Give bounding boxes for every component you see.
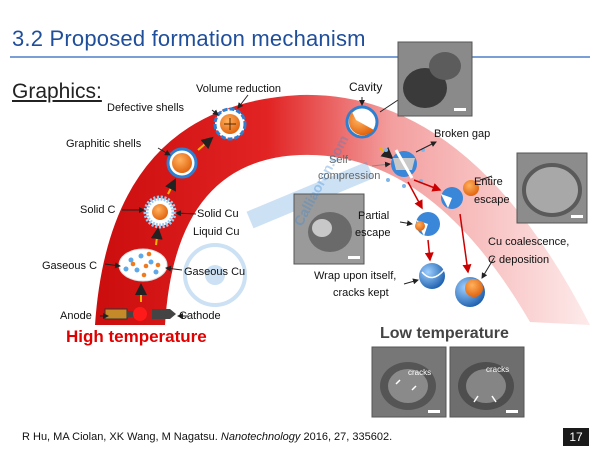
label-cu-coalescence-line1: Cu coalescence, <box>488 236 570 248</box>
high-temperature-label: High temperature <box>66 327 207 346</box>
slide-title: 3.2 Proposed formation mechanism <box>12 26 366 51</box>
cathode-electrode <box>152 309 176 319</box>
label-partial-escape-line2: escape <box>355 227 391 239</box>
wrap-particle <box>419 263 445 289</box>
label-gaseous-cu: Gaseous Cu <box>184 266 246 278</box>
entire-escape-particle <box>441 180 479 209</box>
label-solid-c: Solid C <box>80 204 116 216</box>
label-defective-shells: Defective shells <box>107 102 185 114</box>
partial-escape-particle <box>415 212 440 236</box>
temperature-arc <box>95 94 590 325</box>
label-entire-escape-line1: Entire <box>474 176 503 188</box>
citation-authors: R Hu, MA Ciolan, XK Wang, M Nagatsu. <box>22 431 221 443</box>
label-cu-coalescence-line2: C deposition <box>488 254 550 266</box>
label-gaseous-c: Gaseous C <box>42 260 98 272</box>
low-temperature-label: Low temperature <box>380 325 509 342</box>
label-volume-reduction: Volume reduction <box>196 83 281 95</box>
micrograph-cavity <box>397 41 473 117</box>
label-solid-cu: Solid Cu <box>197 208 239 220</box>
title-underline <box>10 56 590 58</box>
label-wrap-line2: cracks kept <box>333 287 389 299</box>
citation-details: 2016, 27, 335602. <box>300 431 393 443</box>
page-number: 17 <box>563 428 589 446</box>
micrograph-cracks-right <box>449 346 525 418</box>
micrograph-cracks-label-right: cracks <box>486 365 510 374</box>
label-anode: Anode <box>60 310 92 322</box>
label-liquid-cu: Liquid Cu <box>193 226 240 238</box>
micrograph-cracks-label-left: cracks <box>408 368 432 377</box>
label-self-compression-line1: Self- <box>329 154 352 166</box>
label-cavity: Cavity <box>349 80 383 94</box>
label-wrap-line1: Wrap upon itself, <box>314 270 397 282</box>
micrograph-cracks-left <box>371 346 447 418</box>
citation: R Hu, MA Ciolan, XK Wang, M Nagatsu. Nan… <box>22 431 392 443</box>
label-self-compression-line2: compression <box>318 170 381 182</box>
citation-journal: Nanotechnology <box>220 431 301 443</box>
label-cathode: Cathode <box>179 310 221 322</box>
label-broken-gap: Broken gap <box>434 128 491 140</box>
micrograph-self-compression <box>293 193 365 265</box>
label-entire-escape-line2: escape <box>474 194 510 206</box>
anode-electrode <box>104 308 128 320</box>
graphics-label: Graphics: <box>12 80 102 103</box>
cu-coalescence-particle <box>455 277 485 307</box>
broken-gap-particle <box>391 149 417 179</box>
label-graphitic-shells: Graphitic shells <box>66 138 142 150</box>
label-partial-escape-line1: Partial <box>358 210 390 222</box>
arc-plasma <box>133 307 147 321</box>
micrograph-entire-escape <box>516 152 588 224</box>
